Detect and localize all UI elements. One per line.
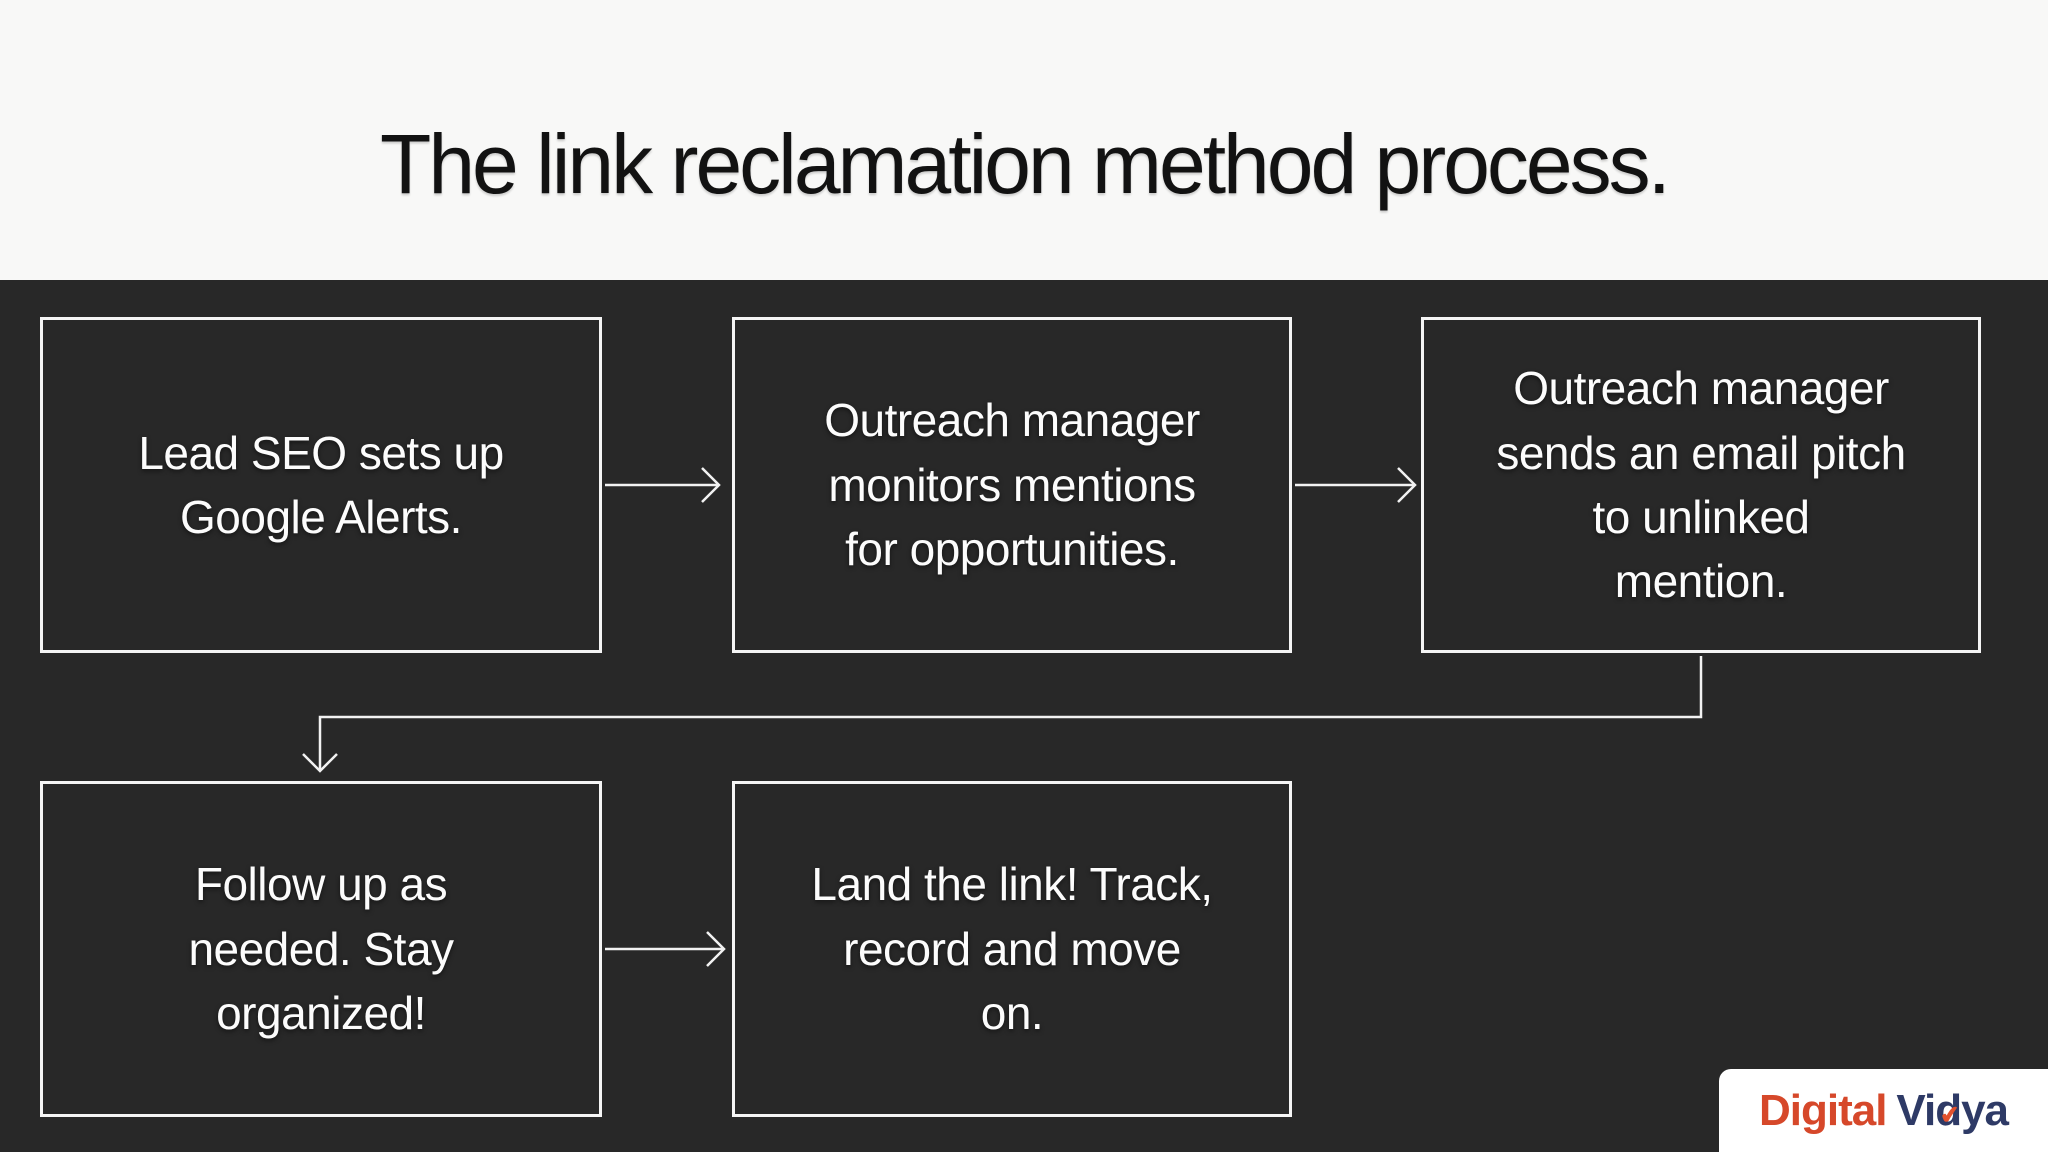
flow-step-2: Outreach manager monitors mentions for o… xyxy=(732,317,1292,653)
arrowhead-right-icon xyxy=(706,931,726,967)
flow-step-4-label: Follow up as needed. Stay organized! xyxy=(188,858,454,1040)
flow-step-1: Lead SEO sets up Google Alerts. xyxy=(40,317,602,653)
flow-step-3-label: Outreach manager sends an email pitch to… xyxy=(1496,362,1906,608)
flow-step-1-label: Lead SEO sets up Google Alerts. xyxy=(138,426,504,543)
flow-step-5: Land the link! Track, record and move on… xyxy=(732,781,1292,1117)
arrowhead-down-icon xyxy=(302,753,338,773)
title-band: The link reclamation method process. xyxy=(0,0,2048,280)
arrow-step1-to-step2 xyxy=(605,467,721,503)
arrowhead-right-icon xyxy=(1397,467,1417,503)
logo-check-icon: ✔ xyxy=(1939,1100,1961,1130)
arrow-step3-to-step4 xyxy=(302,656,1703,773)
arrow-step2-to-step3 xyxy=(1295,467,1417,503)
flow-step-4: Follow up as needed. Stay organized! xyxy=(40,781,602,1117)
arrowhead-right-icon xyxy=(701,467,721,503)
flow-step-2-label: Outreach manager monitors mentions for o… xyxy=(824,394,1200,576)
flow-step-5-label: Land the link! Track, record and move on… xyxy=(811,858,1213,1040)
logo-vidya-text: Vidya✔ xyxy=(1896,1085,2009,1135)
arrow-step4-to-step5 xyxy=(605,931,726,967)
logo-panel: Digital Vidya✔ xyxy=(1719,1069,2048,1152)
logo-vidya-word: Vidya xyxy=(1896,1085,2009,1135)
logo-digital-text: Digital xyxy=(1758,1085,1887,1135)
slide-title: The link reclamation method process. xyxy=(380,117,1671,211)
flow-step-3: Outreach manager sends an email pitch to… xyxy=(1421,317,1981,653)
